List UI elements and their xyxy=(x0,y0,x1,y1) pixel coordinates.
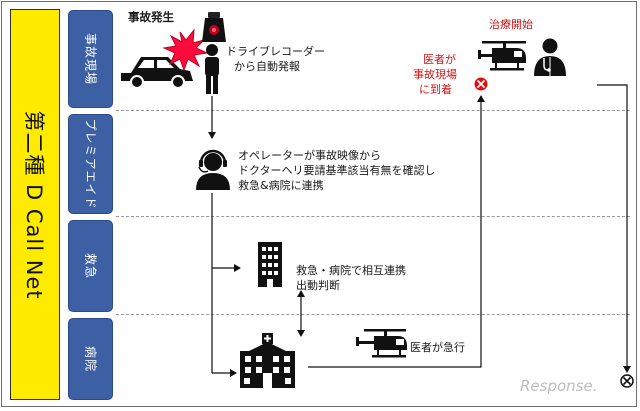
lane-divider xyxy=(116,314,630,315)
helicopter-icon xyxy=(356,329,407,358)
recorder-label-line2: から自動発報 xyxy=(234,60,300,73)
doctor-icon xyxy=(534,38,566,76)
coordination-label-line1: 救急・病院で相互連携 xyxy=(296,264,406,277)
lane-divider xyxy=(116,110,630,111)
operator-label-line3: 救急&病院に連携 xyxy=(238,179,324,192)
arrival-label-line2: 事故現場 xyxy=(413,68,457,81)
arrival-label-line3: に到着 xyxy=(419,83,452,96)
operator-label-line2: ドクターヘリ要請基準該当有無を確認し xyxy=(238,164,436,177)
title-bar: 第二種 D Call Net xyxy=(10,9,60,400)
end-marker-icon xyxy=(620,374,634,388)
operator-icon xyxy=(196,149,230,190)
car-icon xyxy=(121,57,193,89)
dashcam-icon xyxy=(202,12,226,42)
lane-emergency: 救急 xyxy=(68,220,113,312)
flow-arrow xyxy=(308,95,485,368)
treatment-label: 治療開始 xyxy=(489,18,533,31)
lane-divider xyxy=(116,216,630,217)
collision-burst-icon xyxy=(162,28,209,72)
response-logo: Response. xyxy=(520,377,598,395)
helicopter-icon xyxy=(478,41,526,71)
flow-arrow xyxy=(597,84,631,373)
person-icon xyxy=(205,44,219,94)
arrival-marker-icon xyxy=(474,77,488,91)
coordination-label-line2: 出動判断 xyxy=(296,279,340,292)
operator-label-line1: オペレーターが事故映像から xyxy=(238,149,381,162)
recorder-label-line1: ドライブレコーダー xyxy=(226,45,325,58)
lane-hospital: 病院 xyxy=(68,318,113,400)
lane-premier-aid: プレミアエイド xyxy=(68,114,113,214)
lane-accident-site: 事故現場 xyxy=(68,10,113,108)
building-icon xyxy=(258,242,282,287)
doctor-rush-label: 医者が急行 xyxy=(410,341,465,354)
hospital-icon xyxy=(240,333,295,388)
arrival-label-line1: 医者が xyxy=(423,53,456,66)
accident-label: 事故発生 xyxy=(128,10,174,24)
